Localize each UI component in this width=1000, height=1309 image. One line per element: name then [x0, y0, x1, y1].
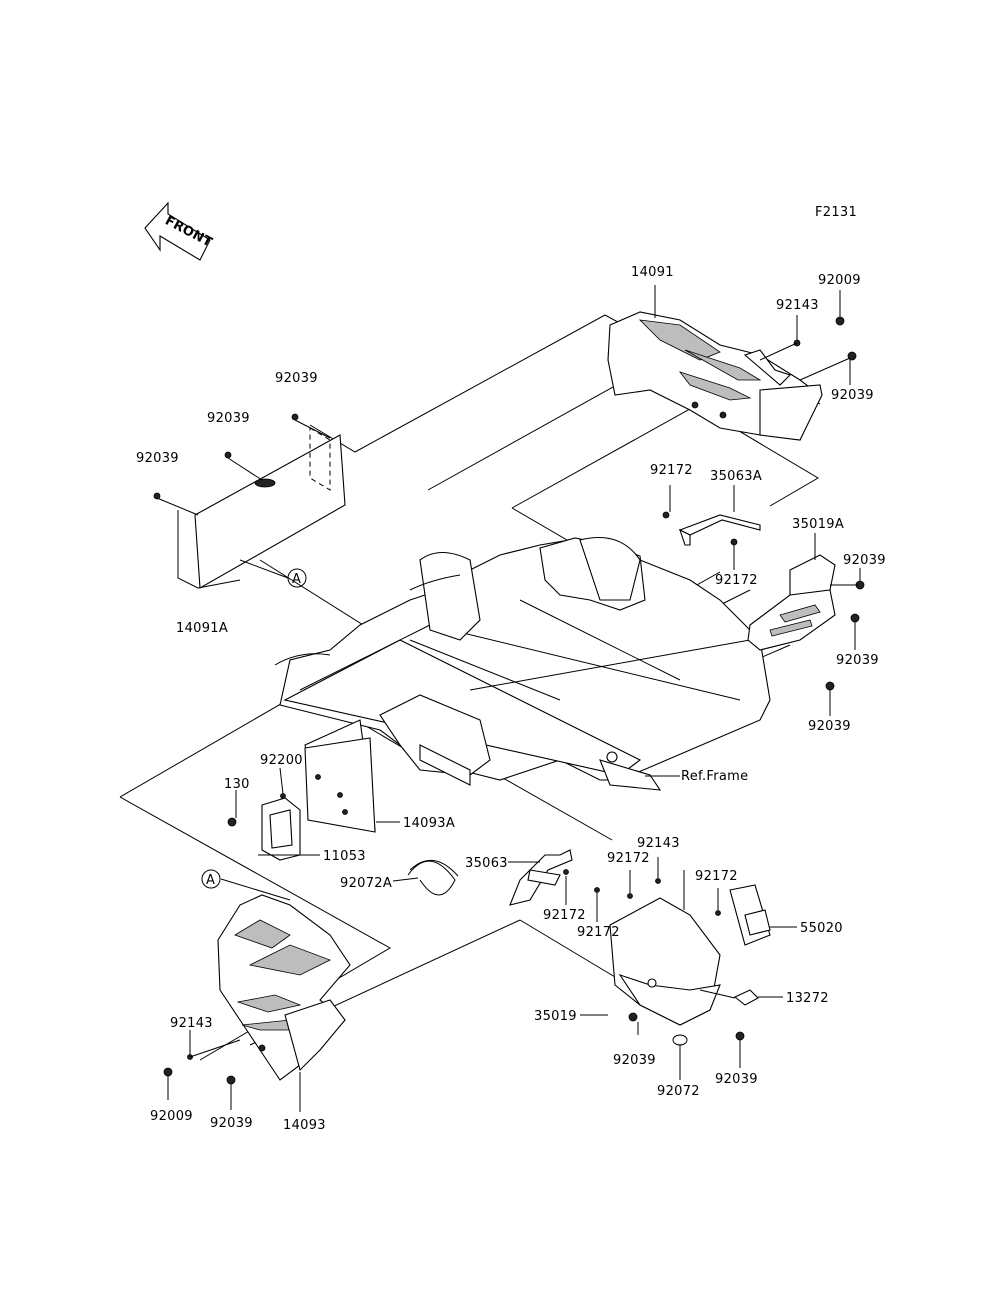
- plate-14093A: [304, 719, 376, 833]
- main-frame: [274, 536, 771, 791]
- ref-frame-label: Ref.Frame: [681, 769, 748, 784]
- part-label: 11053: [323, 849, 366, 864]
- part-label: 35019A: [792, 517, 844, 532]
- marker-a-bottom: [201, 869, 221, 889]
- part-label: 92009: [150, 1109, 193, 1124]
- part-label: 14093: [283, 1118, 326, 1133]
- cover-panel-14091A: [153, 413, 346, 589]
- part-label: 14093A: [403, 816, 455, 831]
- bracket-35063: [509, 849, 600, 906]
- part-label: 92072A: [340, 876, 392, 891]
- cover-35019: [609, 897, 745, 1046]
- part-label: 92039: [210, 1116, 253, 1131]
- part-label: 130: [224, 777, 250, 792]
- part-label: 92009: [818, 273, 861, 288]
- cover-14091: [607, 311, 823, 441]
- gasket-11053: [227, 793, 301, 861]
- cover-14093: [163, 894, 351, 1085]
- part-label: 35063: [465, 856, 508, 871]
- part-label: 92143: [170, 1016, 213, 1031]
- part-label: 35063A: [710, 469, 762, 484]
- part-label: 92143: [776, 298, 819, 313]
- part-label: 92172: [715, 573, 758, 588]
- part-label: 92039: [831, 388, 874, 403]
- part-label: 92039: [136, 451, 179, 466]
- bracket-35063A: [662, 511, 761, 546]
- front-arrow-icon: FRONT: [144, 201, 215, 261]
- part-label: 92172: [650, 463, 693, 478]
- part-label: 92039: [715, 1072, 758, 1087]
- part-label: 92172: [543, 908, 586, 923]
- part-label: 92039: [808, 719, 851, 734]
- part-label: 92039: [275, 371, 318, 386]
- part-label: 92172: [695, 869, 738, 884]
- marker-a-top: [287, 568, 307, 588]
- part-label: 92039: [836, 653, 879, 668]
- band-92072A: [407, 860, 459, 896]
- part-label: 92039: [843, 553, 886, 568]
- diagram-code: F2131: [815, 205, 857, 220]
- marker-a-top-label: A: [292, 572, 301, 587]
- part-label: 92039: [207, 411, 250, 426]
- part-label: 92172: [607, 851, 650, 866]
- part-label: 92039: [613, 1053, 656, 1068]
- part-label: 55020: [800, 921, 843, 936]
- bracket-55020: [729, 884, 771, 946]
- part-label: 35019: [534, 1009, 577, 1024]
- clip-13272: [733, 989, 759, 1006]
- part-label: 14091: [631, 265, 674, 280]
- part-label: 13272: [786, 991, 829, 1006]
- part-label: 14091A: [176, 621, 228, 636]
- part-label: 92200: [260, 753, 303, 768]
- part-label: 92172: [577, 925, 620, 940]
- part-label: 92072: [657, 1084, 700, 1099]
- part-label: 92143: [637, 836, 680, 851]
- marker-a-bottom-label: A: [206, 873, 215, 888]
